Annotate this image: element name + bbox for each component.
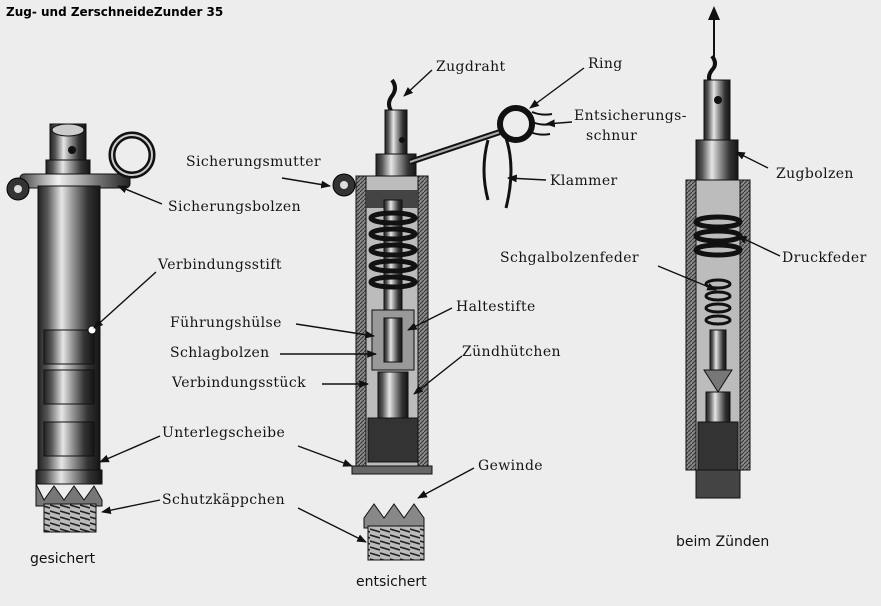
- fuse-firing: [685, 6, 751, 499]
- label-zugdraht: Zugdraht: [436, 59, 506, 75]
- label-fuehrungshuelse: Führungshülse: [170, 315, 282, 331]
- caption-entsichert: entsichert: [356, 574, 427, 590]
- label-verbindungsstift: Verbindungsstift: [158, 257, 282, 273]
- fuse-secured: [6, 123, 156, 533]
- label-entsicherungsschnur-line2: schnur: [586, 128, 638, 144]
- label-ring: Ring: [588, 56, 623, 72]
- label-entsicherungsschnur-line1: Entsicherungs-: [574, 108, 687, 124]
- label-sicherungsmutter: Sicherungsmutter: [186, 154, 322, 170]
- caption-gesichert: gesichert: [30, 551, 96, 567]
- label-schlagbolzen: Schlagbolzen: [170, 345, 270, 361]
- label-schutzkaeppchen: Schutzkäppchen: [162, 492, 285, 508]
- label-verbindungsstueck: Verbindungsstück: [172, 375, 306, 391]
- leader-lines: [93, 67, 781, 543]
- diagram-title: Zug- und ZerschneideZunder 35: [6, 5, 224, 19]
- caption-beim-zuenden: beim Zünden: [676, 534, 770, 550]
- label-druckfeder: Druckfeder: [782, 250, 867, 266]
- label-unterlegscheibe: Unterlegscheibe: [162, 425, 286, 441]
- label-klammer: Klammer: [550, 173, 618, 189]
- label-sicherungsbolzen: Sicherungsbolzen: [168, 199, 302, 215]
- label-zugbolzen: Zugbolzen: [776, 166, 854, 182]
- label-gewinde: Gewinde: [478, 458, 543, 474]
- label-zuendhuetchen: Zündhütchen: [462, 344, 561, 360]
- label-schgalbolzenfeder: Schgalbolzenfeder: [500, 250, 639, 266]
- label-haltestifte: Haltestifte: [456, 299, 536, 315]
- fuse-unsecured: [332, 78, 553, 561]
